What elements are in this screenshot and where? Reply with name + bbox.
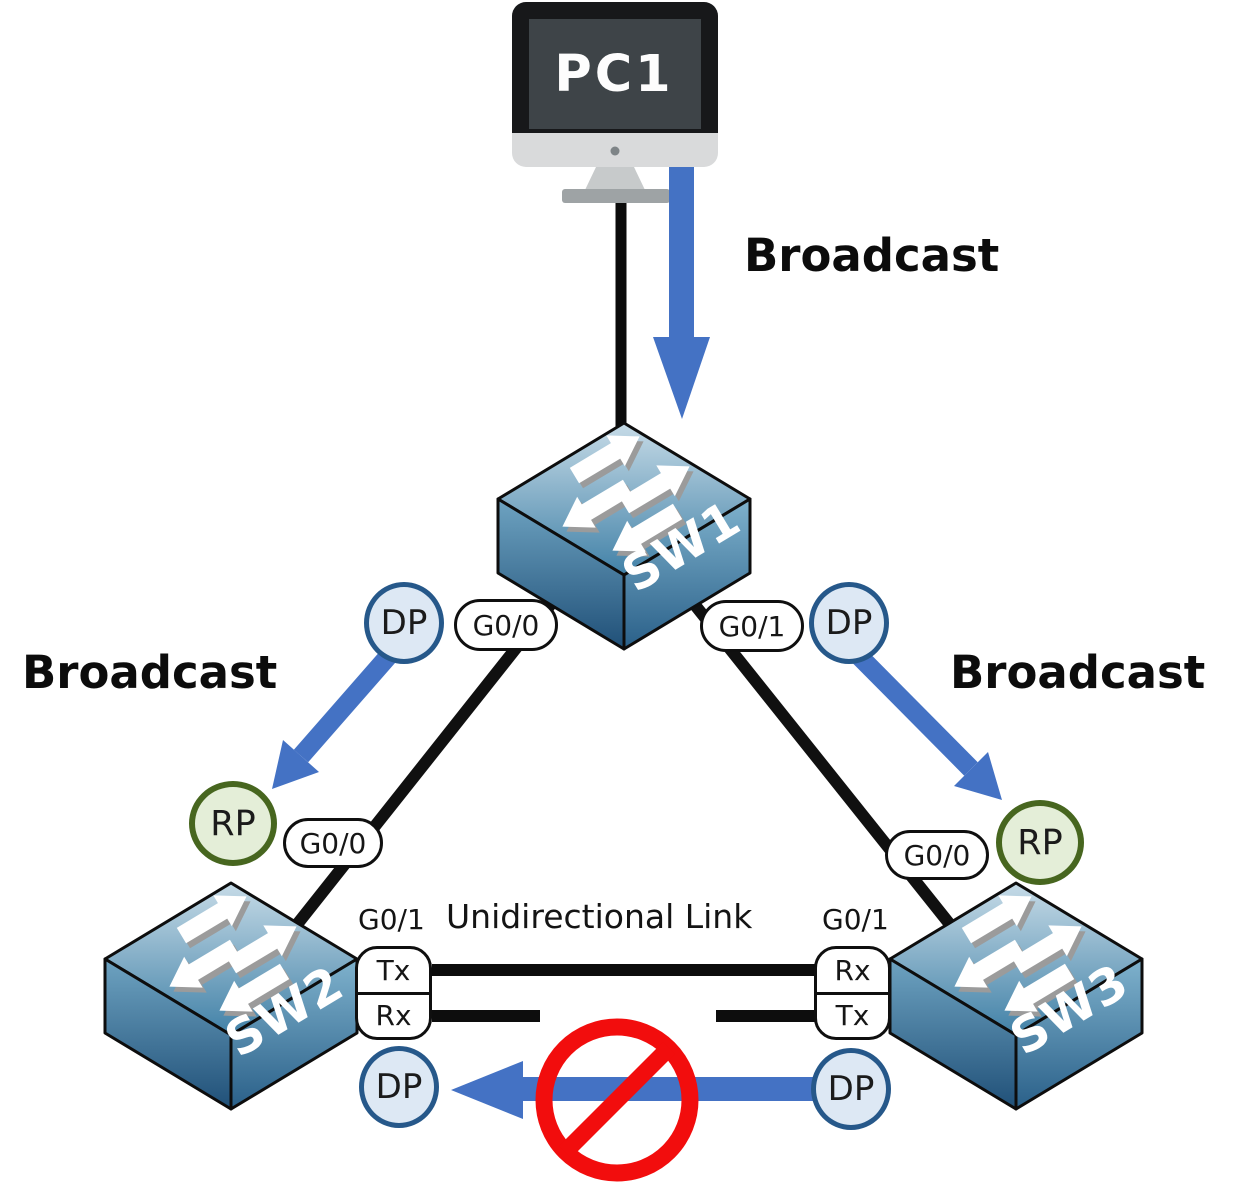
rx-cell-sw2: Rx [358, 991, 429, 1038]
duplex-box-sw3: Rx Tx [814, 946, 891, 1040]
port-label-sw2-g00: G0/0 [283, 818, 383, 868]
broadcast-label-left: Broadcast [22, 646, 278, 699]
broadcast-label-right: Broadcast [950, 646, 1206, 699]
tx-cell-sw2: Tx [376, 953, 411, 987]
webcam-dot-icon [610, 146, 620, 156]
monitor-stand [585, 167, 645, 190]
no-entry-icon [535, 1018, 699, 1182]
broadcast-arrow-down-icon [653, 167, 710, 419]
port-label-sw1-g01: G0/1 [700, 600, 804, 652]
port-label-sw3-g01: G0/1 [822, 903, 889, 936]
rx-cell-sw3: Rx [834, 953, 871, 987]
pc1-label: PC1 [554, 45, 673, 104]
broadcast-arrow-left-icon [272, 645, 400, 789]
port-label-sw2-g01: G0/1 [358, 903, 425, 936]
tx-cell-sw3: Tx [817, 991, 888, 1038]
blocked-broadcast-arrow-icon [451, 1061, 815, 1119]
monitor-base [562, 189, 670, 203]
switch-icon-sw3: SW3 [890, 881, 1142, 1109]
stp-role-badge-sw1-g00: DP [364, 582, 444, 664]
broadcast-arrow-right-icon [851, 648, 1002, 800]
broadcast-label-top: Broadcast [744, 229, 1000, 282]
unidirectional-link-label: Unidirectional Link [446, 897, 753, 936]
port-label-sw3-g00: G0/0 [885, 830, 989, 880]
switch-icon-sw2: SW2 [105, 881, 357, 1109]
pc1-icon: PC1 [512, 2, 718, 203]
stp-role-badge-sw3-g01: DP [811, 1048, 891, 1130]
stp-role-badge-sw2-g01: DP [359, 1046, 439, 1128]
stp-role-badge-sw1-g01: DP [809, 582, 889, 664]
port-label-sw1-g00: G0/0 [454, 599, 558, 651]
stp-role-badge-sw2-g00: RP [189, 781, 277, 866]
stp-role-badge-sw3-g00: RP [996, 800, 1084, 885]
duplex-box-sw2: Tx Rx [355, 946, 432, 1040]
switch-icon-sw1: SW1 [498, 421, 750, 649]
